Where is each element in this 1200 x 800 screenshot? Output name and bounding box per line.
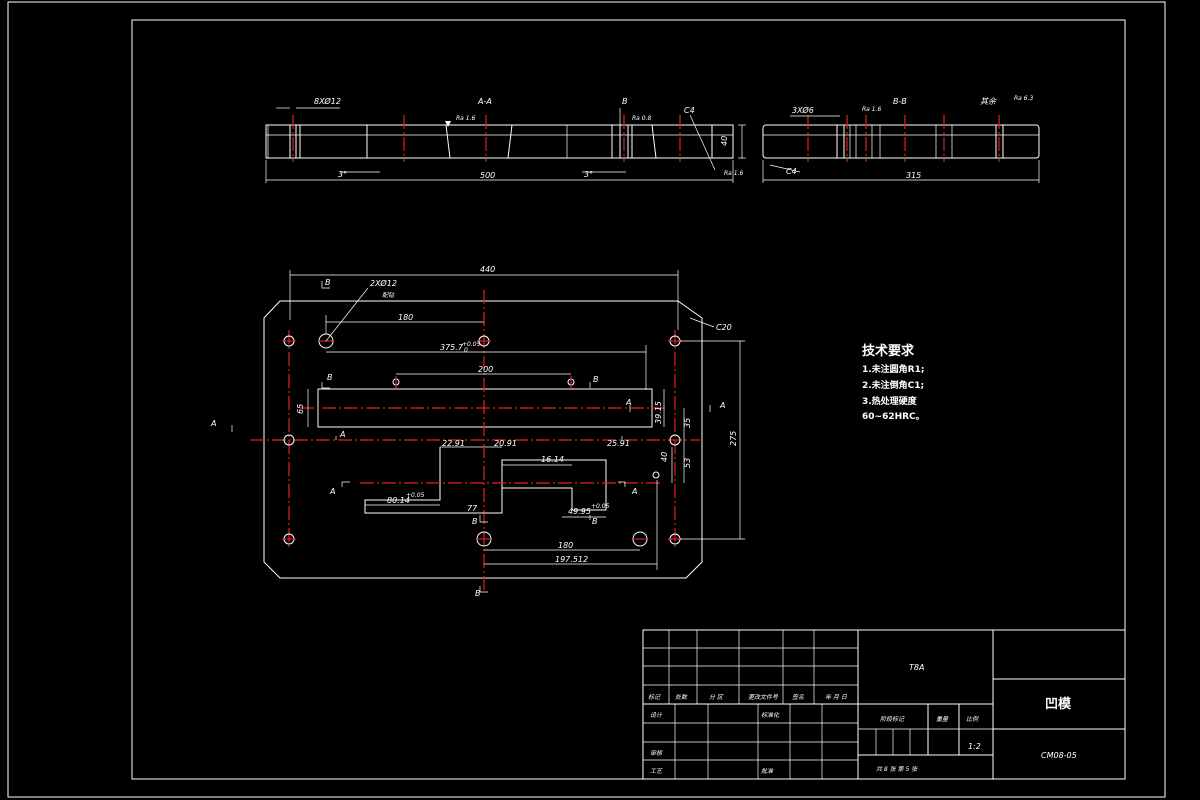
title-col-mark: 标记	[648, 693, 661, 701]
chamfer-c4-top: C4	[684, 106, 695, 115]
title-weight-label: 重量	[936, 716, 949, 723]
tol-lower-1: 0	[464, 347, 468, 354]
label-b-1: B	[325, 278, 331, 287]
hole-callout-8x12: 8XØ12	[314, 96, 341, 106]
sheet-outer-border	[7, 1, 1166, 798]
roughness-ra63: Ra 6.3	[1014, 95, 1033, 102]
roughness-ra16-bb: Ra 1.6	[862, 106, 881, 113]
dim-440: 440	[480, 265, 495, 274]
dim-1614: 16.14	[541, 455, 564, 464]
title-part-name: 凹模	[1045, 696, 1072, 712]
title-col-count: 处数	[675, 693, 688, 701]
dim-angle-mid: 3°	[584, 170, 593, 179]
aa-section-title: A-A	[477, 97, 492, 106]
label-b-4: B	[472, 517, 478, 526]
label-a-5: A	[329, 487, 335, 496]
roughness-ra08-aa: Ra 0.8	[632, 115, 651, 122]
hole-callout-2x12: 2XØ12	[370, 278, 397, 288]
title-material: T8A	[909, 663, 924, 672]
tol-upper-2: +0.05	[406, 492, 425, 499]
title-drawing-number: CM08-05	[1041, 751, 1077, 760]
dim-angle-left: 3°	[338, 170, 347, 179]
title-col-zone: 分 区	[709, 694, 724, 701]
tech-req-item-1: 1.未注圆角R1;	[862, 363, 924, 375]
dim-65: 65	[296, 404, 305, 414]
dim-35: 35	[683, 418, 692, 428]
dim-2291: 22.91	[442, 439, 465, 448]
title-row-design: 设计	[650, 711, 663, 719]
title-row-review: 审核	[650, 749, 663, 757]
title-col-change: 更改文件号	[748, 693, 779, 701]
tech-req-title: 技术要求	[862, 343, 915, 359]
dim-length-315: 315	[906, 171, 921, 180]
dim-200: 200	[478, 365, 493, 374]
dim-180-bottom: 180	[558, 541, 573, 550]
label-a-6: A	[631, 487, 637, 496]
section-view-bb	[762, 115, 1040, 183]
section-view-aa	[265, 107, 746, 183]
dim-8014: 80.14	[387, 496, 410, 505]
dim-53: 53	[683, 458, 692, 468]
tech-req-item-3: 3.热处理硬度	[862, 395, 918, 407]
title-scale-value: 1:2	[968, 742, 981, 751]
dim-275: 275	[729, 431, 738, 446]
dim-3757: 375.7	[440, 343, 464, 352]
dim-2091: 20.91	[494, 439, 517, 448]
chamfer-c4-bb: C4	[786, 167, 797, 176]
title-col-date: 年 月 日	[825, 693, 848, 701]
chamfer-c20: C20	[716, 323, 732, 332]
label-a-1: A	[210, 419, 216, 428]
title-block	[642, 629, 1126, 780]
label-b-2: B	[327, 373, 333, 382]
title-scale-label: 比例	[966, 715, 979, 723]
dim-40-plan: 40	[660, 452, 669, 462]
title-row-process: 工艺	[650, 767, 663, 775]
sheet-inner-border	[131, 19, 1126, 780]
label-a-4: A	[719, 401, 725, 410]
dim-4995: 49.95	[568, 507, 591, 516]
dim-77: 77	[467, 504, 478, 513]
tol-upper-1: +0.05	[462, 341, 481, 348]
title-row-approve: 批准	[761, 767, 774, 775]
bb-section-title: B-B	[893, 97, 907, 106]
section-label-b: B	[622, 97, 628, 106]
dim-length-500: 500	[480, 171, 495, 180]
label-b-3: B	[593, 375, 599, 384]
hole-note: 配钻	[382, 291, 395, 299]
label-b-5: B	[592, 517, 598, 526]
roughness-rest-label: 其余	[980, 97, 997, 106]
title-col-sign: 签名	[792, 693, 805, 701]
label-a-3: A	[625, 398, 631, 407]
dim-2591: 25.91	[607, 439, 630, 448]
title-row-standard: 标准化	[761, 711, 780, 719]
dim-height-40: 40	[720, 136, 729, 146]
dim-3915: 39.15	[654, 401, 663, 424]
hole-callout-3x6: 3XØ6	[792, 105, 814, 115]
roughness-ra16-aa: Ra 1.6	[456, 115, 475, 122]
dim-197512: 197.512	[555, 555, 588, 564]
tech-req-item-4: 60~62HRC。	[862, 412, 925, 422]
title-sheet-info: 共 8 张 第 5 张	[876, 765, 918, 773]
roughness-ra16-side: Ra 1.6	[724, 170, 743, 177]
tech-req-item-2: 2.未注倒角C1;	[862, 379, 924, 391]
tol-upper-3: +0.05	[591, 503, 610, 510]
label-a-2: A	[339, 430, 345, 439]
plan-view	[231, 270, 745, 593]
label-b-6: B	[475, 589, 481, 598]
title-stage-label: 阶段标记	[880, 715, 905, 723]
dim-180-top: 180	[398, 313, 413, 322]
